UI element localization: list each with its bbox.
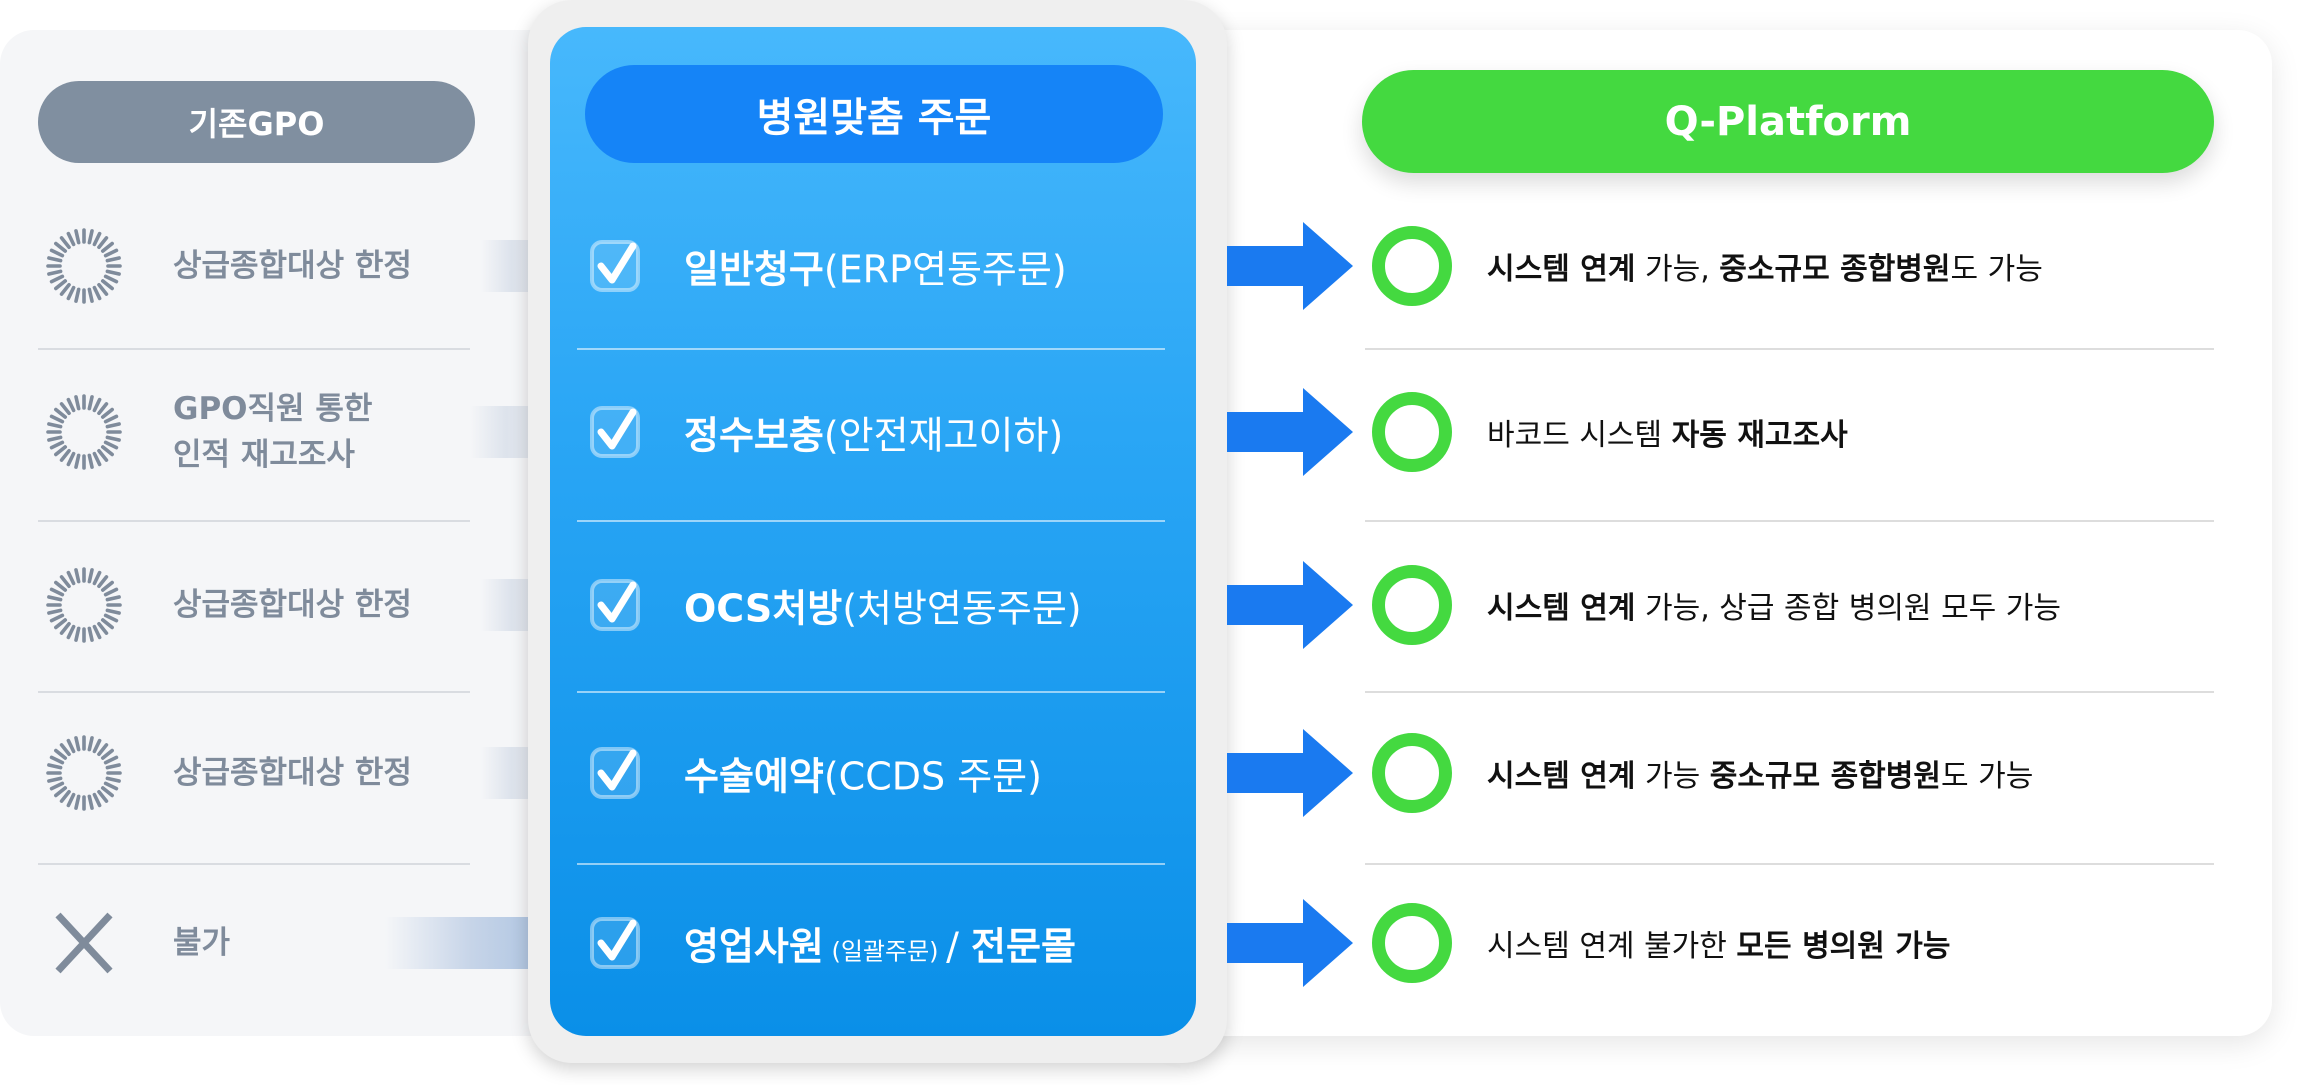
platform-benefit-text: 시스템 연계 가능, 상급 종합 병의원 모두 가능: [1487, 583, 2061, 627]
legacy-text: GPO직원 통한 인적 재고조사: [173, 391, 373, 473]
circle-ok-icon: [1372, 392, 1452, 472]
order-method-label: OCS처방(처방연동주문): [684, 578, 1082, 633]
platform-benefit-segment: 가능, 상급 종합 병의원 모두 가능: [1635, 591, 2062, 626]
platform-benefit-text: 시스템 연계 가능, 중소규모 종합병원도 가능: [1487, 244, 2043, 288]
connector-band: [385, 917, 530, 969]
arrow-right-icon: [1227, 899, 1353, 987]
row-divider: [1365, 348, 2214, 350]
platform-benefit-text: 시스템 연계 불가한 모든 병의원 가능: [1487, 921, 1951, 965]
platform-benefit-text: 시스템 연계 가능 중소규모 종합병원도 가능: [1487, 751, 2033, 795]
q-platform-header: Q-Platform: [1362, 70, 2214, 173]
order-method-segment: (안전재고이하): [823, 413, 1064, 458]
dashed-ring-icon: [44, 565, 124, 645]
legacy-gpo-header: 기존GPO: [38, 81, 475, 163]
dashed-ring-icon: [44, 226, 124, 306]
order-method-segment: (일괄주문): [823, 937, 947, 966]
connector-band: [481, 579, 531, 631]
arrow-right-icon: [1227, 729, 1353, 817]
platform-benefit-segment: 시스템 연계 불가한: [1487, 929, 1737, 964]
connector-band: [481, 747, 531, 799]
legacy-text: 상급종합대상 한정: [173, 755, 412, 791]
order-method-segment: 전문몰: [971, 924, 1076, 969]
hospital-order-header: 병원맞춤 주문: [585, 65, 1163, 163]
legacy-text: 상급종합대상 한정: [173, 587, 412, 623]
arrow-right-icon: [1227, 388, 1353, 476]
order-method-segment: OCS처방: [684, 586, 843, 631]
q-platform-panel: [1150, 30, 2272, 1036]
platform-benefit-segment: 가능: [1635, 759, 1710, 794]
circle-ok-icon: [1372, 903, 1452, 983]
platform-benefit-segment: 시스템 연계: [1487, 252, 1636, 287]
arrow-right-icon: [1227, 222, 1353, 310]
order-method-segment: 영업사원: [684, 924, 824, 969]
row-divider: [577, 520, 1165, 522]
checkbox-checked-icon: [589, 743, 645, 803]
order-method-label: 영업사원 (일괄주문) / 전문몰: [684, 916, 1076, 971]
platform-benefit-segment: 중소규모 종합병원: [1719, 252, 1951, 287]
platform-benefit-text: 바코드 시스템 자동 재고조사: [1487, 410, 1848, 454]
checkbox-checked-icon: [589, 402, 645, 462]
platform-benefit-segment: 자동 재고조사: [1671, 418, 1848, 453]
platform-benefit-segment: 도 가능: [1950, 252, 2043, 287]
dashed-ring-icon: [44, 392, 124, 472]
row-divider: [1365, 863, 2214, 865]
row-divider: [1365, 691, 2214, 693]
order-method-segment: 정수보충: [684, 413, 824, 458]
platform-benefit-segment: 도 가능: [1940, 759, 2034, 794]
hospital-order-card: [550, 27, 1196, 1036]
legacy-text: 불가: [173, 925, 231, 961]
platform-benefit-segment: 중소규모 종합병원: [1709, 759, 1941, 794]
platform-benefit-segment: 바코드 시스템: [1487, 418, 1672, 453]
circle-ok-icon: [1372, 226, 1452, 306]
x-icon: [44, 903, 124, 983]
checkbox-checked-icon: [589, 913, 645, 973]
row-divider: [577, 348, 1165, 350]
order-method-segment: /: [946, 924, 972, 969]
circle-ok-icon: [1372, 565, 1452, 645]
platform-benefit-segment: 시스템 연계: [1487, 591, 1636, 626]
row-divider: [38, 348, 470, 350]
order-method-label: 정수보충(안전재고이하): [684, 405, 1063, 460]
connector-band: [481, 240, 531, 292]
platform-benefit-segment: 모든 병의원 가능: [1736, 929, 1951, 964]
order-method-segment: (처방연동주문): [842, 586, 1082, 631]
row-divider: [38, 863, 470, 865]
platform-benefit-segment: 가능,: [1635, 252, 1720, 287]
row-divider: [1365, 520, 2214, 522]
legacy-text: 상급종합대상 한정: [173, 248, 412, 284]
connector-band: [470, 406, 530, 458]
row-divider: [577, 691, 1165, 693]
checkbox-checked-icon: [589, 236, 645, 296]
dashed-ring-icon: [44, 733, 124, 813]
order-method-label: 일반청구(ERP연동주문): [684, 239, 1067, 294]
row-divider: [38, 520, 470, 522]
order-method-segment: 일반청구: [684, 247, 824, 292]
row-divider: [577, 863, 1165, 865]
checkbox-checked-icon: [589, 575, 645, 635]
row-divider: [38, 691, 470, 693]
arrow-right-icon: [1227, 561, 1353, 649]
order-method-segment: (CCDS 주문): [823, 754, 1042, 799]
order-method-segment: 수술예약: [684, 754, 824, 799]
platform-benefit-segment: 시스템 연계: [1487, 759, 1636, 794]
order-method-segment: (ERP연동주문): [823, 247, 1067, 292]
order-method-label: 수술예약(CCDS 주문): [684, 746, 1042, 801]
circle-ok-icon: [1372, 733, 1452, 813]
